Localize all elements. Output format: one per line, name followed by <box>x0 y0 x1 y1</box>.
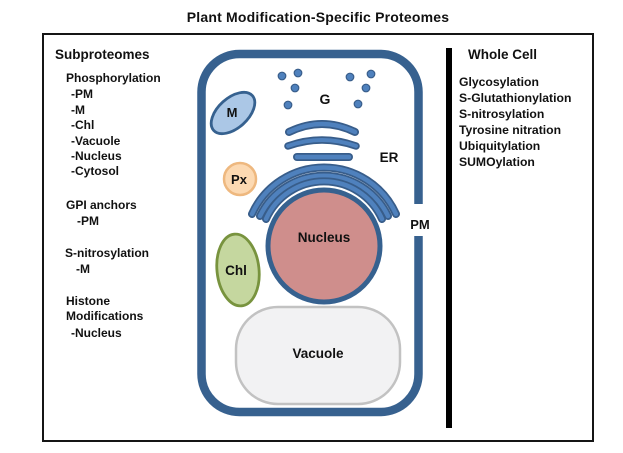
list-item: -M <box>71 102 85 117</box>
whole-cell-divider <box>446 48 452 428</box>
list-item: -Vacuole <box>71 133 121 148</box>
nucleus-shape <box>265 187 383 305</box>
peroxisome-shape <box>222 161 258 197</box>
vacuole-shape <box>234 305 402 406</box>
mitochondrion-shape <box>209 90 257 136</box>
nucleus-label: Nucleus <box>298 230 351 245</box>
group-name: GPI anchors <box>66 198 137 212</box>
chloroplast-shape <box>215 232 261 308</box>
group-histone-modifications: Histone Modifications -Nucleus <box>66 294 161 341</box>
chloroplast-label: Chl <box>225 263 247 278</box>
list-item: SUMOylation <box>459 155 535 169</box>
list-item: Tyrosine nitration <box>459 123 562 137</box>
list-item: -Nucleus <box>71 325 122 340</box>
whole-cell-list: Glycosylation S-Glutathionylation S-nitr… <box>459 74 571 170</box>
group-name: Histone Modifications <box>66 294 144 324</box>
golgi-er-stack <box>284 120 360 161</box>
list-item: Glycosylation <box>459 75 539 89</box>
golgi-vesicle-dots <box>277 68 376 110</box>
group-phosphorylation: Phosphorylation -PM -M -Chl -Vacuole -Nu… <box>66 71 161 180</box>
er-nuclear-envelope-arcs <box>248 163 400 223</box>
er-label: ER <box>380 150 399 165</box>
list-item: -PM <box>71 87 93 102</box>
subproteomes-heading: Subproteomes <box>55 47 150 62</box>
list-item: -Cytosol <box>71 164 119 179</box>
membrane-gap <box>407 204 433 236</box>
list-item: -Chl <box>71 118 95 133</box>
plasma-membrane-label: PM <box>410 217 430 232</box>
figure-title: Plant Modification-Specific Proteomes <box>186 9 450 25</box>
list-item: Ubiquitylation <box>459 139 541 153</box>
group-gpi-anchors: GPI anchors -PM <box>66 198 137 230</box>
list-item: S-Glutathionylation <box>459 91 572 105</box>
list-item: -PM <box>77 214 99 229</box>
whole-cell-heading: Whole Cell <box>468 47 538 62</box>
list-item: -Nucleus <box>71 149 122 164</box>
mitochondrion-label: M <box>227 105 238 120</box>
group-name: S-nitrosylation <box>65 246 150 260</box>
golgi-label: G <box>320 91 331 107</box>
list-item: S-nitrosylation <box>459 107 545 121</box>
list-item: -M <box>76 262 90 277</box>
vacuole-label: Vacuole <box>292 346 344 361</box>
group-name: Phosphorylation <box>66 71 161 85</box>
group-s-nitrosylation: S-nitrosylation -M <box>65 246 149 278</box>
peroxisome-label: Px <box>231 172 248 187</box>
